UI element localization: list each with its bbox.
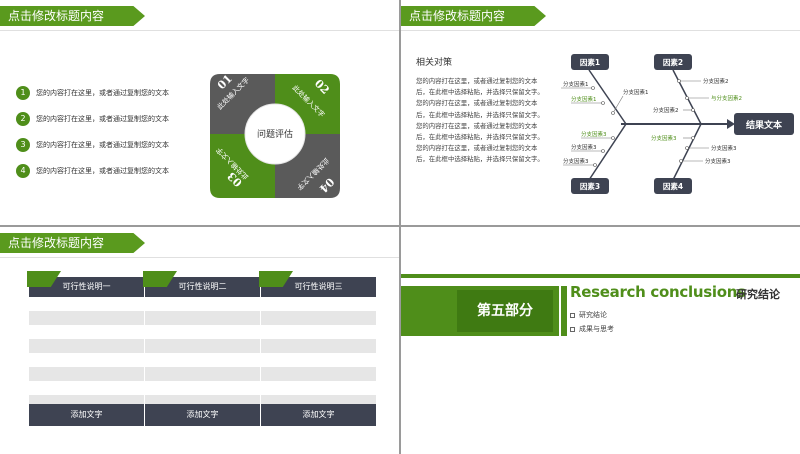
branch-label: 分支因素3 [711, 144, 737, 152]
slide-title[interactable]: 点击修改标题内容 [0, 6, 145, 26]
column-header[interactable]: 可行性说明三 [259, 271, 376, 297]
list-item: 3 您的内容打在这里，或者通过复制您的文本 [16, 132, 169, 158]
factor-label: 因素1 [580, 57, 600, 67]
list-item: 2 您的内容打在这里，或者通过复制您的文本 [16, 106, 169, 132]
list-item: 成果与思考 [570, 322, 614, 336]
list-item-text[interactable]: 研究结论 [579, 311, 607, 319]
branch-label: 分支因素3 [705, 157, 731, 165]
ring-center-label: 问题评估 [257, 128, 293, 140]
green-band [401, 274, 800, 278]
checkbox-square-icon [570, 312, 575, 318]
branch-label: 分支因素2 [703, 77, 729, 85]
branch-label: 分支因素2 [653, 106, 679, 114]
bullet-list: 1 您的内容打在这里，或者通过复制您的文本 2 您的内容打在这里，或者通过复制您… [16, 80, 169, 184]
branch-label: 分支因素1 [571, 95, 597, 103]
branch-label: 分支因素3 [581, 130, 607, 138]
feasibility-column: 可行性说明二 添加文字 [143, 271, 260, 426]
ring-segment-03[interactable] [210, 134, 275, 198]
list-item-text[interactable]: 您的内容打在这里，或者通过复制您的文本 [36, 167, 169, 175]
content-bar[interactable] [29, 339, 144, 353]
list-item-text[interactable]: 您的内容打在这里，或者通过复制您的文本 [36, 115, 169, 123]
arrow-head [727, 119, 735, 129]
factor-label: 因素2 [663, 57, 683, 67]
header-accent-tab [259, 271, 293, 287]
column-header-label: 可行性说明三 [294, 282, 343, 291]
branch-label: 分支因素1 [623, 88, 649, 96]
list-item: 1 您的内容打在这里，或者通过复制您的文本 [16, 80, 169, 106]
content-bar[interactable] [145, 311, 260, 325]
factor-box-1[interactable] [571, 54, 609, 70]
content-bar[interactable] [261, 339, 376, 353]
column-header-label: 可行性说明二 [178, 282, 227, 291]
content-bar[interactable] [145, 367, 260, 381]
factor-box-3[interactable] [571, 178, 609, 194]
bone-line [672, 123, 702, 181]
slide-4[interactable]: 第五部分 Research conclusions 研究结论 研究结论 成果与思… [401, 227, 800, 454]
number-badge: 4 [16, 164, 30, 178]
section-title-cn[interactable]: 研究结论 [736, 288, 780, 301]
column-header[interactable]: 可行性说明一 [27, 271, 144, 297]
ring-segment-01[interactable] [210, 74, 275, 134]
number-badge: 1 [16, 86, 30, 100]
factor-label: 因素3 [580, 181, 600, 191]
title-divider [0, 30, 399, 31]
branch-label: 与分支因素2 [711, 94, 742, 102]
checkbox-square-icon [570, 326, 575, 332]
ring-segment-02[interactable] [275, 74, 340, 134]
list-item-text[interactable]: 您的内容打在这里，或者通过复制您的文本 [36, 89, 169, 97]
section-items: 研究结论 成果与思考 [570, 308, 614, 336]
accent-bar [561, 286, 567, 336]
bone-line [588, 123, 627, 181]
factor-box-2[interactable] [654, 54, 692, 70]
column-footer-button[interactable]: 添加文字 [261, 404, 376, 426]
header-accent-tab [143, 271, 177, 287]
column-header-label: 可行性说明一 [62, 282, 111, 291]
feasibility-column: 可行性说明三 添加文字 [259, 271, 376, 426]
ring-segment-04[interactable] [275, 134, 340, 198]
content-bar[interactable] [145, 339, 260, 353]
content-bar[interactable] [261, 367, 376, 381]
content-bar[interactable] [29, 311, 144, 325]
list-item-text[interactable]: 您的内容打在这里，或者通过复制您的文本 [36, 141, 169, 149]
body-paragraph[interactable]: 您的内容打在这里，或者通过复制您的文本后，在此框中选择粘贴，并选择只保留文字。您… [416, 77, 544, 164]
list-item-text[interactable]: 成果与思考 [579, 325, 614, 333]
factor-label: 因素4 [663, 181, 683, 191]
factor-box-4[interactable] [654, 178, 692, 194]
result-label: 结果文本 [746, 119, 783, 131]
fishbone-diagram: 分支因素1 分支因素1 分支因素1 分支因素2 与分支因素2 分支因素2 分支因… [561, 54, 794, 194]
column-footer-button[interactable]: 添加文字 [145, 404, 260, 426]
content-bar[interactable] [29, 367, 144, 381]
list-item: 研究结论 [570, 308, 614, 322]
slide-title[interactable]: 点击修改标题内容 [401, 6, 546, 26]
slide-2[interactable]: 点击修改标题内容 相关对策 您的内容打在这里，或者通过复制您的文本后，在此框中选… [401, 0, 800, 225]
slide-1[interactable]: 点击修改标题内容 1 您的内容打在这里，或者通过复制您的文本 2 您的内容打在这… [0, 0, 399, 225]
section-heading[interactable]: 相关对策 [416, 58, 453, 68]
branch-label: 分支因素3 [651, 134, 677, 142]
column-header[interactable]: 可行性说明二 [143, 271, 260, 297]
column-footer-button[interactable]: 添加文字 [29, 404, 144, 426]
bone-line [588, 69, 627, 125]
branch-label: 分支因素1 [563, 80, 589, 88]
slide-3[interactable]: 点击修改标题内容 可行性说明一 添加文字 可行性说明二 添加文字 可行性说明三 [0, 227, 399, 454]
header-accent-tab [27, 271, 61, 287]
branch-label: 分支因素3 [563, 157, 589, 165]
part-number-label[interactable]: 第五部分 [457, 290, 553, 332]
ring-diagram: 问题评估 01 此处输入文字 02 此处输入文字 03 此处输入文字 04 此处… [210, 72, 340, 198]
branch-label: 分支因素3 [571, 143, 597, 151]
slide-title[interactable]: 点击修改标题内容 [0, 233, 145, 253]
section-title-en[interactable]: Research conclusions [570, 283, 746, 301]
feasibility-column: 可行性说明一 添加文字 [27, 271, 144, 426]
list-item: 4 您的内容打在这里，或者通过复制您的文本 [16, 158, 169, 184]
title-divider [0, 257, 399, 258]
number-badge: 2 [16, 112, 30, 126]
number-badge: 3 [16, 138, 30, 152]
result-box[interactable] [734, 113, 794, 135]
content-bar[interactable] [261, 311, 376, 325]
title-divider [401, 30, 800, 31]
